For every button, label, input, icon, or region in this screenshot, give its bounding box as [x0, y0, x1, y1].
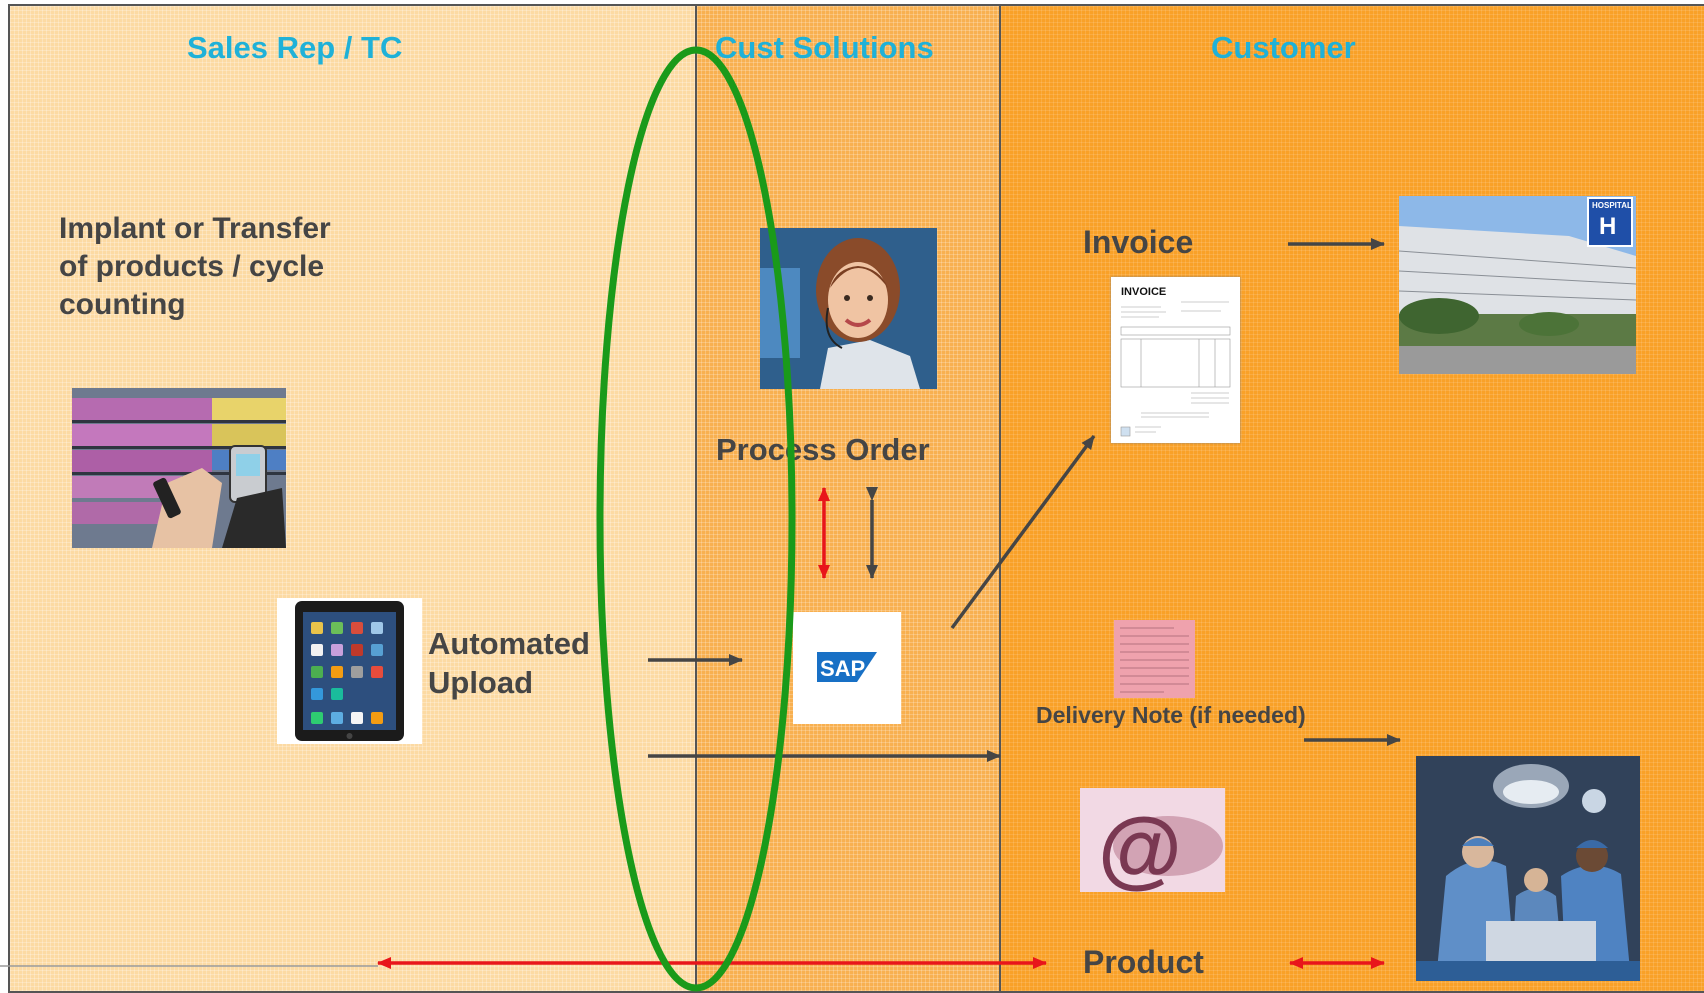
surgery-illustration: [1416, 756, 1640, 981]
sap-logo-box: SAP: [793, 612, 901, 724]
highlight-ellipse: [596, 46, 796, 992]
product-label: Product: [1083, 944, 1204, 980]
invoice-label: Invoice: [1083, 224, 1194, 260]
invoice-document-title: INVOICE: [1121, 286, 1166, 298]
scanner-shelf-photo: [72, 388, 286, 548]
scanner-shelf-illustration: [72, 388, 286, 548]
lane-sales-rep: [8, 4, 697, 993]
implant-text: Implant or Transfer of products / cycle …: [59, 210, 331, 324]
lane-title-sales-rep: Sales Rep / TC: [187, 30, 403, 65]
invoice-document: INVOICE: [1111, 277, 1240, 443]
lane-title-cust-solutions: Cust Solutions: [715, 30, 934, 65]
lane-title-customer: Customer: [1211, 30, 1356, 65]
automated-upload-line1: Automated: [428, 626, 590, 661]
hospital-illustration: HOSPITAL H: [1399, 196, 1636, 374]
surgery-photo: [1416, 756, 1640, 981]
email-photo: @: [1080, 788, 1225, 892]
implant-text-line2: of products / cycle: [59, 250, 325, 283]
delivery-note-document: [1114, 620, 1195, 698]
sap-to-invoice-arrow: [950, 434, 1096, 630]
hospital-sign-letter: H: [1599, 213, 1616, 240]
email-symbol: @: [1098, 801, 1182, 892]
sap-logo-text: SAP: [820, 656, 865, 681]
agent-illustration: [760, 228, 937, 389]
implant-text-line3: counting: [59, 288, 186, 321]
hospital-sign-text: HOSPITAL: [1592, 201, 1632, 210]
ipad-photo: [277, 598, 422, 744]
delivery-note-illustration: [1114, 620, 1195, 698]
implant-text-line1: Implant or Transfer: [59, 212, 331, 245]
email-illustration: @: [1080, 788, 1225, 892]
process-order-label: Process Order: [716, 432, 930, 467]
automated-upload-line2: Upload: [428, 665, 534, 700]
sap-logo: SAP: [817, 652, 877, 682]
invoice-document-illustration: INVOICE: [1120, 286, 1231, 437]
ipad-illustration: [295, 601, 404, 741]
automated-upload-label: Automated Upload: [428, 624, 590, 702]
hospital-photo: HOSPITAL H: [1399, 196, 1636, 374]
delivery-note-label: Delivery Note (if needed): [1036, 702, 1306, 728]
